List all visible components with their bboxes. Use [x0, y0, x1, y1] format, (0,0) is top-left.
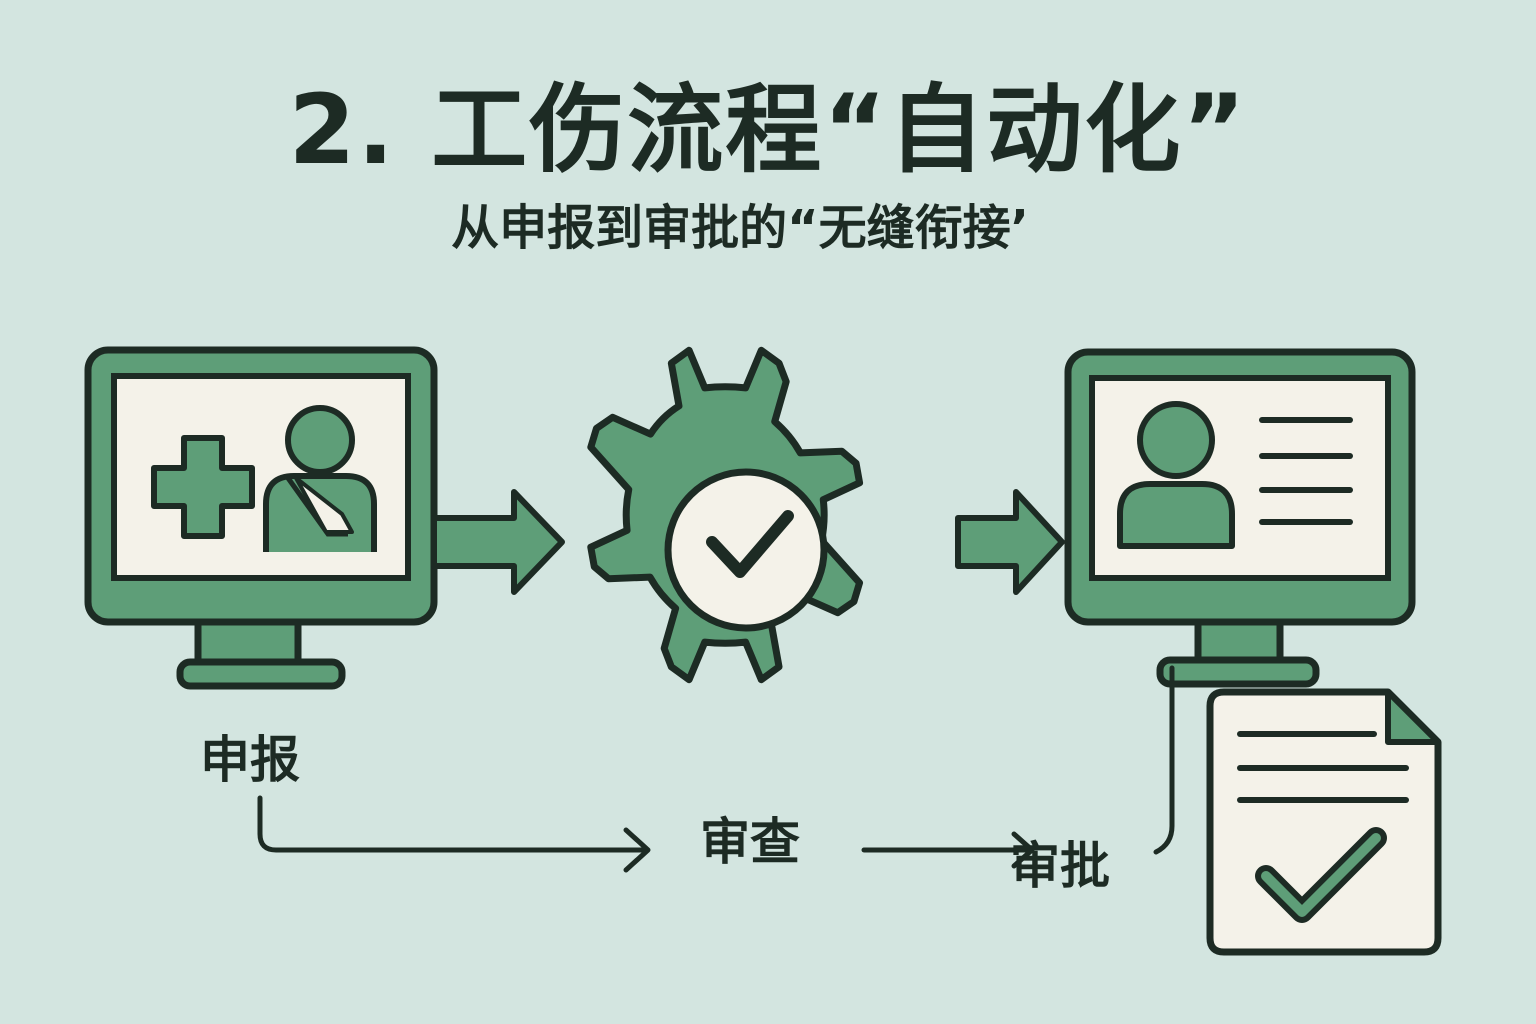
- page-subtitle: 从申报到审批的“无缝衔接’: [451, 200, 1029, 256]
- profile-monitor-icon: [1064, 348, 1416, 688]
- profile-card-icon: [1117, 401, 1353, 549]
- document-check-icon: [1206, 688, 1442, 956]
- gear-icon: [587, 346, 864, 684]
- step-label-approve: 审批: [1010, 837, 1110, 895]
- flow-line-approve-to-document: [1153, 665, 1175, 855]
- page-title: 2. 工伤流程“自动化”: [288, 74, 1248, 186]
- arrow-right-icon: [431, 489, 565, 595]
- step-label-report: 申报: [200, 731, 300, 789]
- flow-arrowhead: [623, 827, 651, 873]
- medical-cross-icon: [151, 435, 255, 539]
- arrow-right-icon: [955, 489, 1065, 595]
- checkmark-icon: [706, 510, 794, 578]
- injured-person-icon: [263, 405, 377, 552]
- flow-arrowhead: [1011, 831, 1035, 869]
- report-monitor-icon: [84, 346, 438, 690]
- flow-line-report-to-review: [257, 795, 647, 853]
- step-label-review: 审查: [700, 813, 800, 871]
